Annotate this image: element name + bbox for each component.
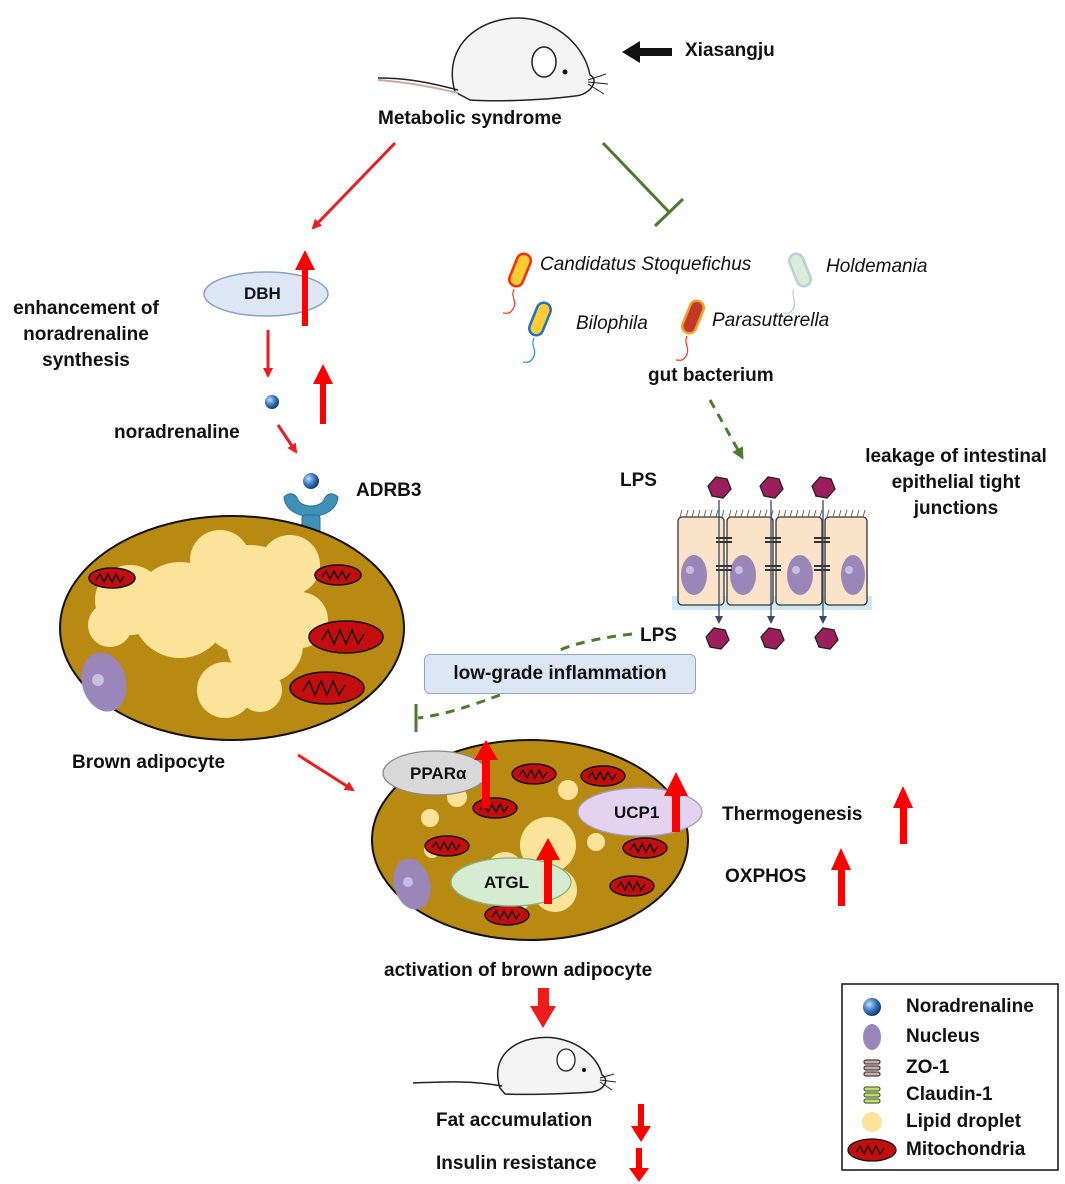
noradrenaline-label: noradrenaline (114, 422, 240, 443)
oxphos-up-arrow (831, 848, 851, 906)
insulin-down-arrow (629, 1148, 649, 1182)
bacterium-holdemania-icon (782, 252, 812, 314)
lps-bottom-label: LPS (640, 625, 677, 646)
legend-noradrenaline: Noradrenaline (906, 996, 1034, 1017)
lps-bottom-molecules (705, 627, 839, 650)
legend-claudin1: Claudin-1 (906, 1084, 993, 1105)
legend-zo1-icon (863, 1059, 881, 1077)
oxphos-label: OXPHOS (725, 866, 807, 887)
mitochondria-group-cell1 (88, 564, 384, 705)
inflammation-box: low-grade inflammation (424, 654, 696, 694)
atgl-label: ATGL (484, 873, 530, 892)
intestinal-epithelium (672, 500, 872, 624)
mouse-bottom-icon (412, 1036, 617, 1096)
treatment-label: Xiasangju (685, 40, 775, 61)
arrow-syndrome-to-dbh (311, 141, 397, 230)
lps-top-label: LPS (620, 470, 657, 491)
fat-accumulation-label: Fat accumulation (436, 1110, 593, 1131)
arrow-bacteria-to-lps (708, 399, 744, 460)
dbh-label: DBH (244, 284, 281, 303)
bacterium-bilophila-icon (522, 301, 552, 363)
treatment-arrow (622, 41, 672, 63)
adrb3-label: ADRB3 (356, 480, 422, 501)
leakage-label: leakage of intestinal epithelial tight j… (865, 446, 1047, 519)
arrow-ne-to-receptor (276, 424, 298, 454)
legend-nucleus-icon (863, 1024, 881, 1050)
taxon-candidatus: Candidatus Stoquefichus (540, 254, 752, 275)
taxon-bilophila: Bilophila (576, 313, 648, 334)
fat-down-arrow (631, 1104, 651, 1142)
legend-noradrenaline-icon (863, 998, 881, 1016)
inhibit-inflammation-to-activation (414, 632, 633, 732)
brown-adipocyte-label: Brown adipocyte (72, 752, 226, 773)
mouse-top-icon (377, 17, 609, 102)
adrb3-receptor-icon (283, 473, 339, 542)
ucp1-label: UCP1 (614, 803, 660, 822)
lps-top-molecules (707, 476, 836, 499)
dbh-ellipse (203, 271, 329, 317)
activation-down-arrow (530, 988, 556, 1028)
legend-nucleus: Nucleus (906, 1026, 980, 1047)
legend-lipid-droplet-icon (862, 1112, 882, 1132)
inhibit-syndrome-to-bacteria (601, 141, 685, 228)
dbh-up-arrow (295, 250, 315, 326)
bacterium-parasutterella-icon (675, 299, 705, 361)
ucp1-ellipse (577, 787, 703, 837)
noradrenaline-ball-icon (265, 395, 279, 409)
mitochondria-group-cell2 (424, 763, 668, 926)
taxon-holdemania: Holdemania (826, 256, 928, 277)
legend-mitochondria-icon (847, 1138, 897, 1162)
ppara-up-arrow (474, 740, 498, 808)
condition-label: Metabolic syndrome (378, 108, 562, 129)
inflammation-label: low-grade inflammation (453, 663, 667, 684)
insulin-resistance-label: Insulin resistance (436, 1153, 597, 1174)
activation-caption: activation of brown adipocyte (384, 960, 653, 981)
ucp1-up-arrow (664, 772, 688, 832)
atgl-up-arrow (536, 838, 560, 904)
synthesis-up-arrow (313, 364, 333, 424)
taxon-parasutterella: Parasutterella (712, 310, 830, 331)
legend-mitochondria: Mitochondria (906, 1139, 1026, 1160)
enhancement-label: enhancement of noradrenaline synthesis (13, 298, 159, 371)
legend-claudin1-icon (863, 1086, 881, 1104)
atgl-ellipse (450, 857, 572, 907)
nucleus-icon (81, 652, 127, 712)
legend-zo1: ZO-1 (906, 1057, 950, 1078)
bacterium-candidatus-icon (502, 252, 532, 314)
thermogenesis-up-arrow (893, 786, 913, 844)
ppara-label: PPARα (410, 764, 467, 783)
gut-bacterium-label: gut bacterium (648, 365, 774, 386)
legend-box (841, 983, 1059, 1171)
arrow-cell-to-activated (297, 753, 355, 792)
thermogenesis-label: Thermogenesis (722, 804, 863, 825)
legend-lipid-droplet: Lipid droplet (906, 1111, 1022, 1132)
